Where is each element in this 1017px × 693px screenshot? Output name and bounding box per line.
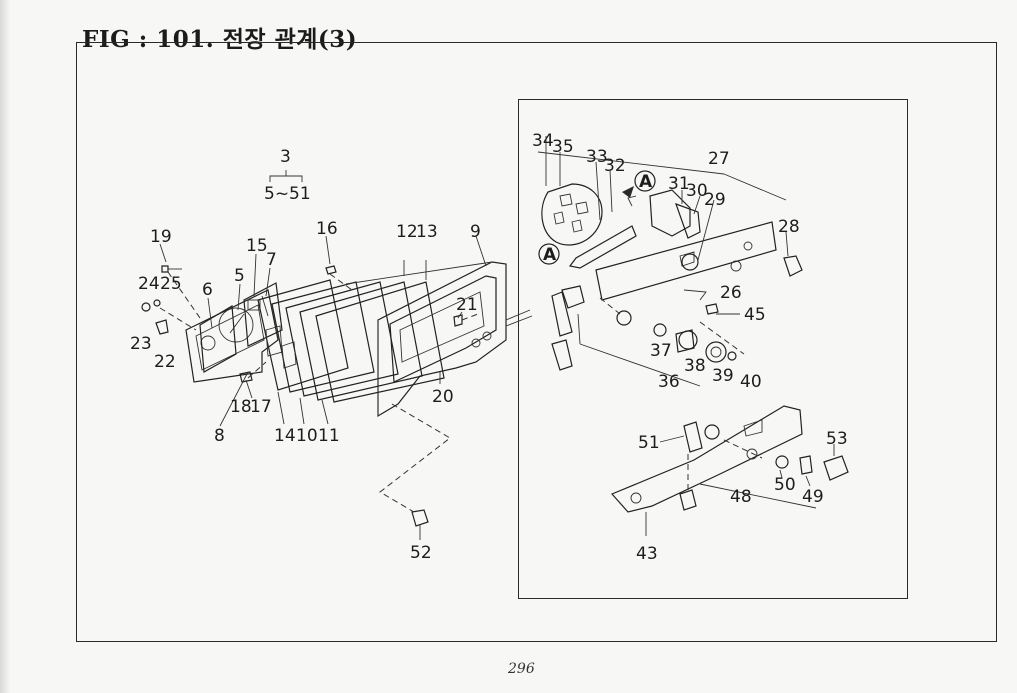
- callout-label: 17: [250, 397, 272, 417]
- callout-label: 5: [234, 266, 245, 286]
- callout-label: 26: [720, 283, 742, 303]
- callout-labels: 3 5~51 19 24 25 23 22 6 5 15 7 16 12 13 …: [130, 131, 848, 564]
- callout-label: 27: [708, 149, 730, 169]
- diagram-frame: [76, 42, 997, 642]
- view-marker-label: A: [639, 172, 653, 192]
- page-number: 296: [508, 661, 535, 677]
- view-marker-label: A: [543, 245, 557, 265]
- callout-label: 48: [730, 487, 752, 507]
- callout-label: 45: [744, 305, 766, 325]
- scan-edge-shadow: [0, 0, 10, 693]
- callout-label: 39: [712, 366, 734, 386]
- callout-label: 32: [604, 156, 626, 176]
- group-callout-range: 5~51: [264, 184, 311, 204]
- callout-label: 31: [668, 174, 690, 194]
- callout-label: 20: [432, 387, 454, 407]
- callout-label: 29: [704, 190, 726, 210]
- callout-label: 8: [214, 426, 225, 446]
- callout-label: 37: [650, 341, 672, 361]
- callout-label: 36: [658, 372, 680, 392]
- callout-label: 9: [470, 222, 481, 242]
- callout-label: 28: [778, 217, 800, 237]
- callout-label: 33: [586, 147, 608, 167]
- callout-label: 14: [274, 426, 296, 446]
- callout-label: 51: [638, 433, 660, 453]
- callout-label: 52: [410, 543, 432, 563]
- callout-label: 30: [686, 181, 708, 201]
- callout-label: 18: [230, 397, 252, 417]
- callout-label: 15: [246, 236, 268, 256]
- detail-inset-frame: [518, 99, 908, 599]
- callout-label: 25: [160, 274, 182, 294]
- callout-label: 23: [130, 334, 152, 354]
- view-direction-arrow-icon: [622, 186, 634, 198]
- callout-label: 40: [740, 372, 762, 392]
- callout-label: 6: [202, 280, 213, 300]
- instrument-cluster-drawing: [141, 170, 533, 540]
- callout-label: 16: [316, 219, 338, 239]
- callout-label: 34: [532, 131, 554, 151]
- callout-label: 7: [266, 250, 277, 270]
- callout-label: 13: [416, 222, 438, 242]
- callout-label: 49: [802, 487, 824, 507]
- group-callout-top: 3: [280, 147, 291, 167]
- callout-label: 10: [296, 426, 318, 446]
- callout-label: 38: [684, 356, 706, 376]
- callout-label: 21: [456, 295, 478, 315]
- callout-label: 43: [636, 544, 658, 564]
- callout-label: 11: [318, 426, 340, 446]
- callout-label: 50: [774, 475, 796, 495]
- switch-assembly-drawing: [537, 136, 849, 536]
- callout-label: 22: [154, 352, 176, 372]
- callout-label: 12: [396, 222, 418, 242]
- callout-label: 35: [552, 137, 574, 157]
- callout-label: 19: [150, 227, 172, 247]
- figure-title: FIG : 101. 전장 관계(3): [82, 26, 358, 53]
- callout-label: 53: [826, 429, 848, 449]
- callout-label: 24: [138, 274, 160, 294]
